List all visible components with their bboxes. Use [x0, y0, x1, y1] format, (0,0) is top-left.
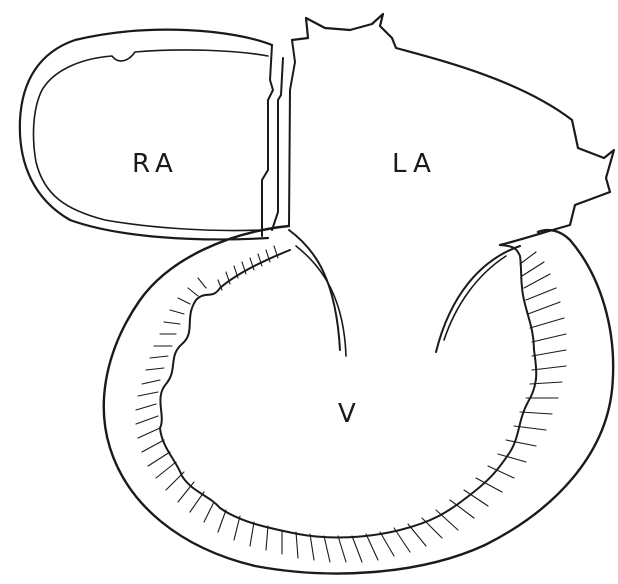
- left-atrium-wall: [292, 14, 614, 245]
- atrial-septum-left-wall: [262, 45, 273, 236]
- atrial-septum-middle-wall: [272, 58, 283, 230]
- right-atrium-outer-wall: [20, 30, 272, 240]
- atrial-septum-right-wall: [289, 40, 295, 226]
- right-atrium-inner-wall: [34, 50, 268, 231]
- mitral-leaflet: [436, 246, 520, 352]
- right-atrium-label: RA: [132, 149, 179, 179]
- ventricle-label: V: [338, 399, 362, 429]
- ventricle-inner-wall: [160, 245, 536, 537]
- mitral-leaflet-inner: [444, 256, 506, 340]
- left-atrium-label: LA: [392, 149, 437, 179]
